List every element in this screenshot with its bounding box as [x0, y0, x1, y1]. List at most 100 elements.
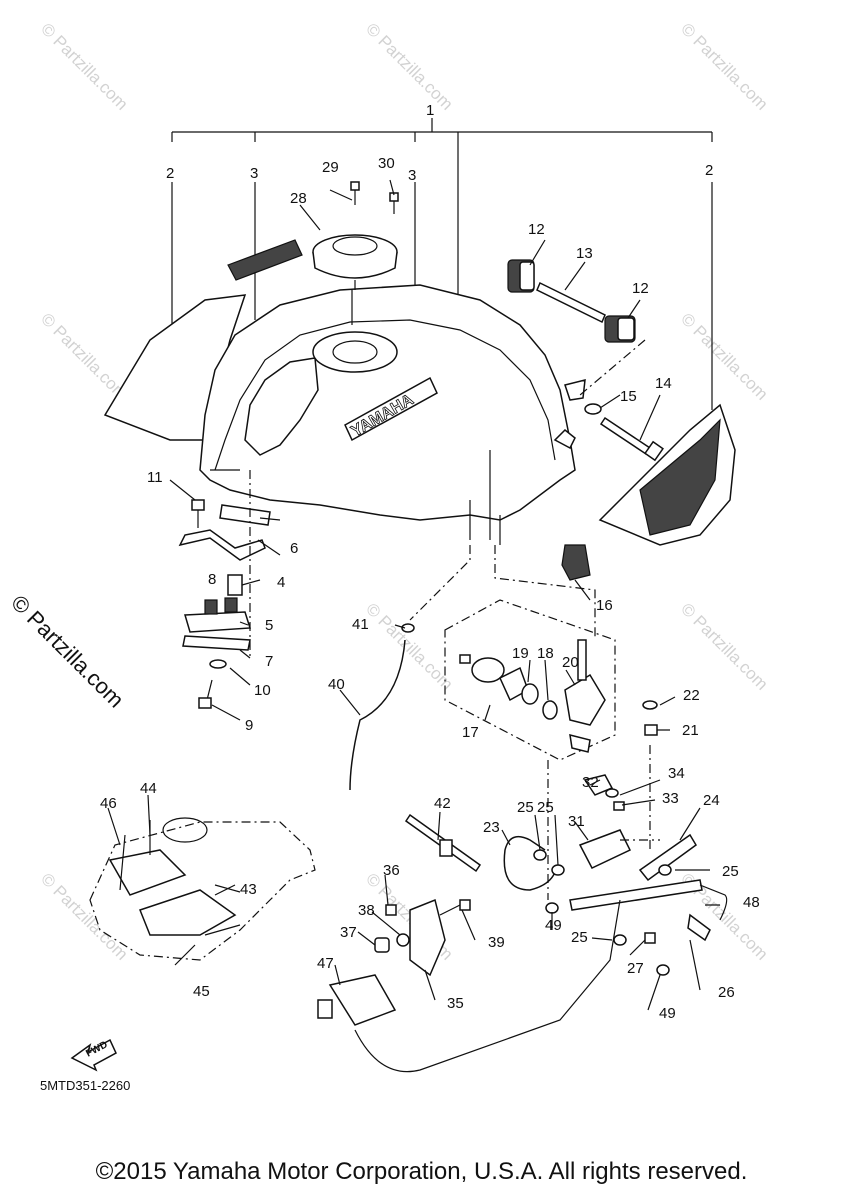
plate-6: [219, 504, 271, 526]
callout-label: 40: [328, 676, 345, 693]
collar-37: [374, 937, 390, 953]
callout-label: 1: [426, 102, 434, 119]
bracket-35: [409, 898, 446, 977]
valve-47: [317, 974, 397, 1026]
callout-label: 13: [576, 245, 593, 262]
callout-label: 4: [277, 574, 285, 591]
callout-label: 24: [703, 792, 720, 809]
washer-34: [605, 788, 619, 798]
watermark: © Partzilla.com: [362, 599, 456, 693]
hose-23: [503, 835, 556, 891]
callout-label: 45: [193, 983, 210, 1000]
callout-label: 30: [378, 155, 395, 172]
callout-label: 2: [166, 165, 174, 182]
callout-label: 9: [245, 717, 253, 734]
watermark: © Partzilla.com: [37, 19, 131, 113]
plate-7: [182, 635, 251, 651]
diagram-reference-code: 5MTD351-2260: [40, 1078, 131, 1093]
callout-label: 6: [290, 540, 298, 557]
callout-label: 25: [537, 799, 554, 816]
callout-label: 37: [340, 924, 357, 941]
tank-damper-rear: [604, 315, 636, 343]
callout-label: 15: [620, 388, 637, 405]
callout-labels: 1 2 2 3 3 4 5 6 7 8 9 10 11 12 12 13 14 …: [100, 102, 760, 1022]
hose-40: [349, 639, 406, 791]
watermark: © Partzilla.com: [362, 19, 456, 113]
cap-bolt-30: [389, 192, 399, 214]
callout-label: 21: [682, 722, 699, 739]
fuel-cock-group: [444, 599, 616, 761]
callout-label: 22: [683, 687, 700, 704]
washer-10: [209, 659, 227, 669]
watermark: © Partzilla.com: [677, 19, 771, 113]
tank-side-decal-right: [598, 403, 736, 546]
callout-label: 26: [718, 984, 735, 1001]
damper-guide-line: [579, 339, 646, 396]
screw-33: [613, 801, 625, 811]
bolt-36: [385, 904, 397, 916]
callout-label: 16: [596, 597, 613, 614]
callout-label: 3: [250, 165, 258, 182]
callout-label: 10: [254, 682, 271, 699]
callout-label: 12: [528, 221, 545, 238]
bolt-39: [439, 899, 471, 916]
watermark: © Partzilla.com: [677, 309, 771, 403]
callout-label: 38: [358, 902, 375, 919]
callout-label: 31: [568, 813, 585, 830]
callout-label: 17: [462, 724, 479, 741]
callout-label: 36: [383, 862, 400, 879]
callout-label: 14: [655, 375, 672, 392]
callout-label: 29: [322, 159, 339, 176]
callout-label: 18: [537, 645, 554, 662]
callout-label: 33: [662, 790, 679, 807]
callout-label: 41: [352, 616, 369, 633]
hose-guide-line: [547, 745, 660, 900]
washer-15: [584, 403, 602, 415]
washer-22: [642, 700, 658, 710]
callout-label: 25: [722, 863, 739, 880]
callout-label: 49: [659, 1005, 676, 1022]
callout-label: 7: [265, 653, 273, 670]
clip-49a: [545, 902, 559, 914]
hose-42: [404, 813, 482, 873]
watermark: © Partzilla.com: [677, 599, 771, 693]
callout-label: 25: [517, 799, 534, 816]
clip-49b: [656, 964, 670, 976]
bolt-21: [644, 724, 658, 736]
callout-label: 46: [100, 795, 117, 812]
callout-label: 8: [208, 571, 216, 588]
callout-label: 11: [147, 469, 163, 486]
callout-label: 49: [545, 917, 562, 934]
callout-label: 25: [571, 929, 588, 946]
hose-24: [638, 833, 697, 882]
copyright-notice: ©2015 Yamaha Motor Corporation, U.S.A. A…: [95, 1158, 748, 1185]
callout-label: 28: [290, 190, 307, 207]
screw-27: [644, 932, 656, 944]
clip-25c: [658, 864, 672, 876]
watermark: © Partzilla.com: [37, 869, 131, 963]
mounting-bolt-14: [599, 416, 664, 462]
callout-label: 35: [447, 995, 464, 1012]
bolt-9: [198, 679, 213, 709]
watermark: © Partzilla.com: [37, 309, 131, 403]
fuel-cap: [312, 234, 398, 290]
clip-25d: [613, 934, 627, 946]
hose-26: [687, 913, 711, 942]
callout-label: 5: [265, 617, 273, 634]
bolt-11: [191, 499, 205, 528]
bracket-4: [178, 529, 266, 561]
forward-arrow-icon: FWD: [70, 1038, 117, 1072]
clip-41: [401, 623, 415, 633]
clamp-32: [583, 774, 614, 796]
callout-label: 27: [627, 960, 644, 977]
vent-hose: [354, 899, 621, 1073]
callout-label: 43: [240, 881, 257, 898]
tank-collar-rod: [536, 281, 606, 324]
clip-16: [561, 544, 591, 581]
filter-31: [578, 829, 632, 869]
callout-label: 20: [562, 654, 579, 671]
callout-label: 47: [317, 955, 334, 972]
callout-label: 12: [632, 280, 649, 297]
callout-label: 44: [140, 780, 157, 797]
